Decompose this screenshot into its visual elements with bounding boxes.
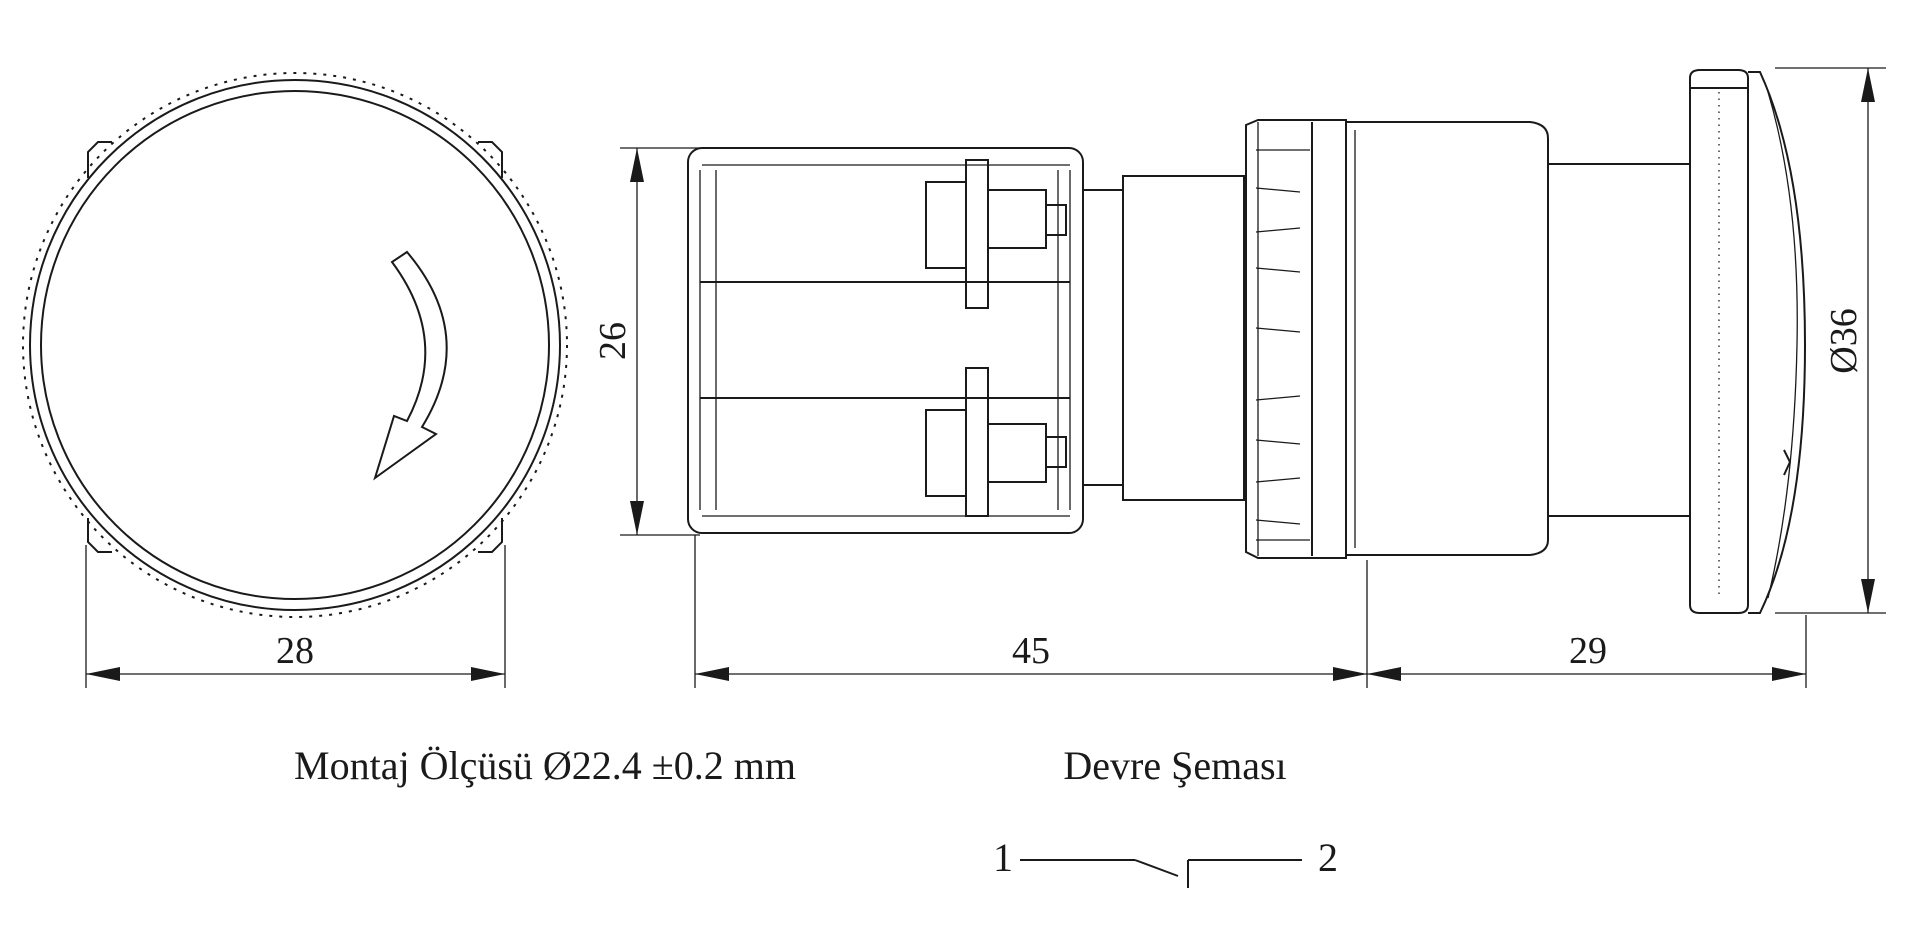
front-tab-bottom-right xyxy=(478,518,503,553)
rotation-arrow-icon xyxy=(373,250,448,481)
dim-label-28: 28 xyxy=(276,630,314,672)
front-tab-top-left xyxy=(87,141,112,178)
dim-label-29: 29 xyxy=(1569,630,1607,672)
mounting-dimension-caption: Montaj Ölçüsü Ø22.4 ±0.2 mm xyxy=(294,743,796,788)
dim-label-45: 45 xyxy=(1012,630,1050,672)
dim-label-26: 26 xyxy=(592,322,634,360)
dim-label-36: Ø36 xyxy=(1823,308,1865,373)
circuit-terminal-2: 2 xyxy=(1318,835,1338,880)
mushroom-cap xyxy=(1748,71,1807,614)
circuit-diagram-title: Devre Şeması xyxy=(1063,743,1286,788)
dimension-lines xyxy=(85,67,1886,688)
contact-block-body xyxy=(687,147,1084,534)
front-tab-bottom-left xyxy=(87,518,112,553)
head-outer-circle xyxy=(29,79,561,611)
knurled-ring xyxy=(22,72,568,618)
terminal-lower xyxy=(925,367,1067,517)
mounting-nut xyxy=(1245,119,1347,559)
head-knurled-rim xyxy=(1689,69,1749,614)
front-view xyxy=(22,72,568,618)
neck xyxy=(1122,175,1245,501)
collar xyxy=(1345,121,1549,556)
terminal-upper xyxy=(925,159,1067,309)
side-view xyxy=(687,69,1807,614)
mushroom-cap-inner xyxy=(1767,91,1798,599)
circuit-terminal-1: 1 xyxy=(993,835,1013,880)
front-tab-top-right xyxy=(478,141,503,178)
shaft xyxy=(1547,163,1691,517)
head-inner-circle xyxy=(40,90,550,600)
nc-contact-blade xyxy=(1134,859,1179,877)
circuit-schematic xyxy=(1020,859,1302,888)
